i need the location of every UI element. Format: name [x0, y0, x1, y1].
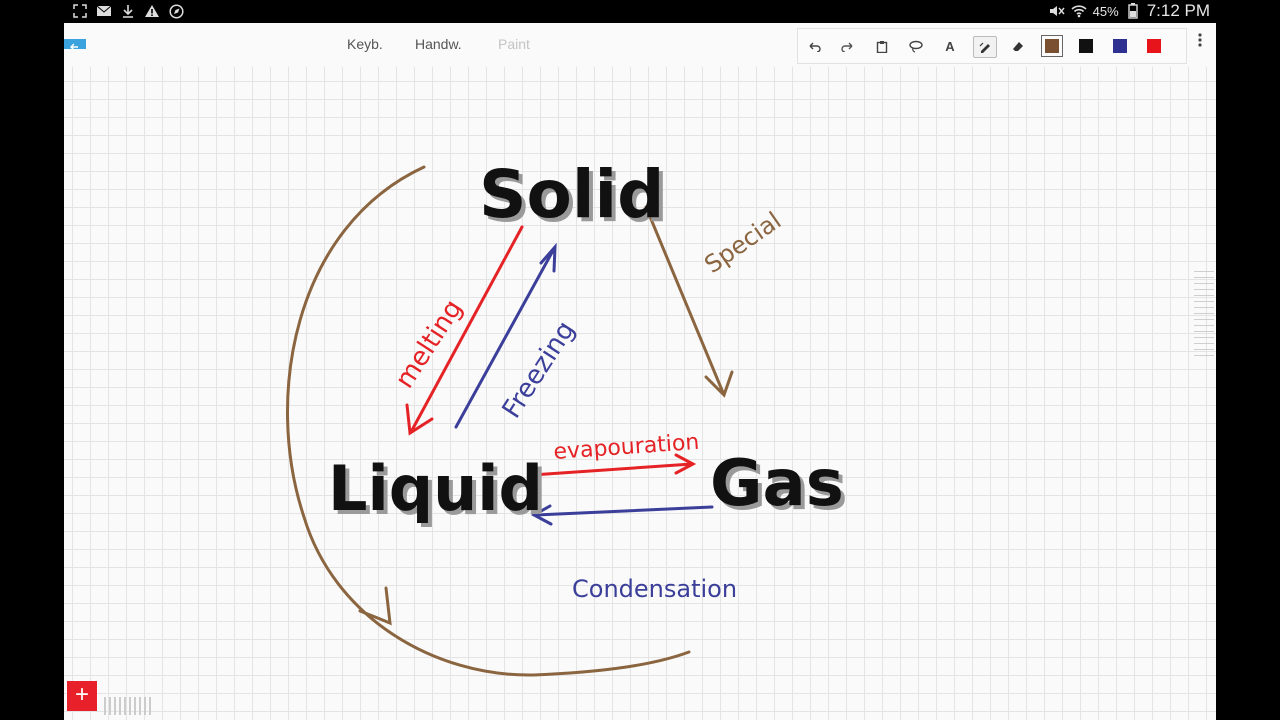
- color-swatch-blue[interactable]: [1113, 39, 1127, 53]
- gas-word: Gas: [710, 447, 844, 521]
- drawing-canvas[interactable]: Solid Solid Liquid Liquid Gas Gas meltin…: [64, 67, 1216, 720]
- liquid-word-shadow: Liquid: [332, 456, 547, 529]
- condensation-arrow: [530, 504, 714, 526]
- mode-keyboard[interactable]: Keyb.: [347, 36, 383, 52]
- wifi-icon: [1071, 3, 1087, 19]
- undo-button[interactable]: [803, 36, 825, 56]
- undo-icon: [809, 42, 821, 52]
- redo-button[interactable]: [837, 36, 859, 56]
- side-panel-handle[interactable]: [1194, 271, 1214, 361]
- more-vertical-icon: [1198, 33, 1202, 47]
- compass-icon: [168, 3, 184, 19]
- notification-icons: [72, 3, 184, 19]
- toolbar: Keyb. Handw. Paint A: [64, 23, 1216, 67]
- email-icon: [96, 3, 112, 19]
- warning-icon: [144, 3, 160, 19]
- mute-icon: [1049, 3, 1065, 19]
- add-page-button[interactable]: +: [67, 681, 97, 711]
- redo-icon: [841, 42, 853, 52]
- page-scroll-indicator[interactable]: [104, 697, 152, 715]
- color-swatch-black[interactable]: [1079, 39, 1093, 53]
- eraser-button[interactable]: [1007, 36, 1029, 56]
- color-swatch-brown[interactable]: [1041, 35, 1063, 57]
- freezing-arrow: [454, 242, 557, 429]
- mode-handwriting[interactable]: Handw.: [415, 36, 462, 52]
- color-swatch-red[interactable]: [1147, 39, 1161, 53]
- mode-paint[interactable]: Paint: [498, 36, 530, 52]
- evaporation-label: evapouration: [553, 430, 700, 465]
- eraser-icon: [1013, 42, 1023, 51]
- note-app: Keyb. Handw. Paint A: [64, 23, 1216, 720]
- solid-word-shadow: Solid: [483, 160, 668, 237]
- brown-cycle-arrowhead: [358, 586, 392, 626]
- evaporation-arrow: [530, 453, 697, 477]
- screenshot-icon: [72, 3, 88, 19]
- status-bar: 45% 7:12 PM: [64, 0, 1216, 23]
- download-icon: [120, 3, 136, 19]
- back-button[interactable]: [64, 39, 86, 51]
- clipboard-button[interactable]: [871, 36, 893, 56]
- solid-word: Solid: [479, 156, 664, 233]
- battery-percent: 45%: [1092, 3, 1119, 19]
- brown-cycle-arrow: [286, 165, 691, 677]
- condensation-label: Condensation: [572, 575, 737, 603]
- clipboard-icon: [876, 40, 888, 53]
- special-label: Special: [699, 206, 786, 279]
- lasso-icon: [909, 40, 923, 53]
- lasso-button[interactable]: [905, 36, 927, 56]
- overflow-menu-button[interactable]: [1198, 33, 1202, 52]
- gas-word-shadow: Gas: [714, 451, 848, 525]
- sublimation-arrow: [644, 205, 734, 398]
- melting-arrow: [405, 225, 524, 436]
- text-tool-button[interactable]: A: [945, 38, 955, 54]
- clock: 7:12 PM: [1146, 1, 1210, 20]
- battery-icon: [1125, 3, 1141, 19]
- liquid-word: Liquid: [328, 452, 543, 525]
- tool-palette: A: [797, 28, 1187, 64]
- pen-tool-button[interactable]: [973, 36, 997, 58]
- system-status: 45% 7:12 PM: [1049, 1, 1210, 21]
- pen-icon: [979, 42, 990, 53]
- back-arrow-icon: [70, 43, 78, 51]
